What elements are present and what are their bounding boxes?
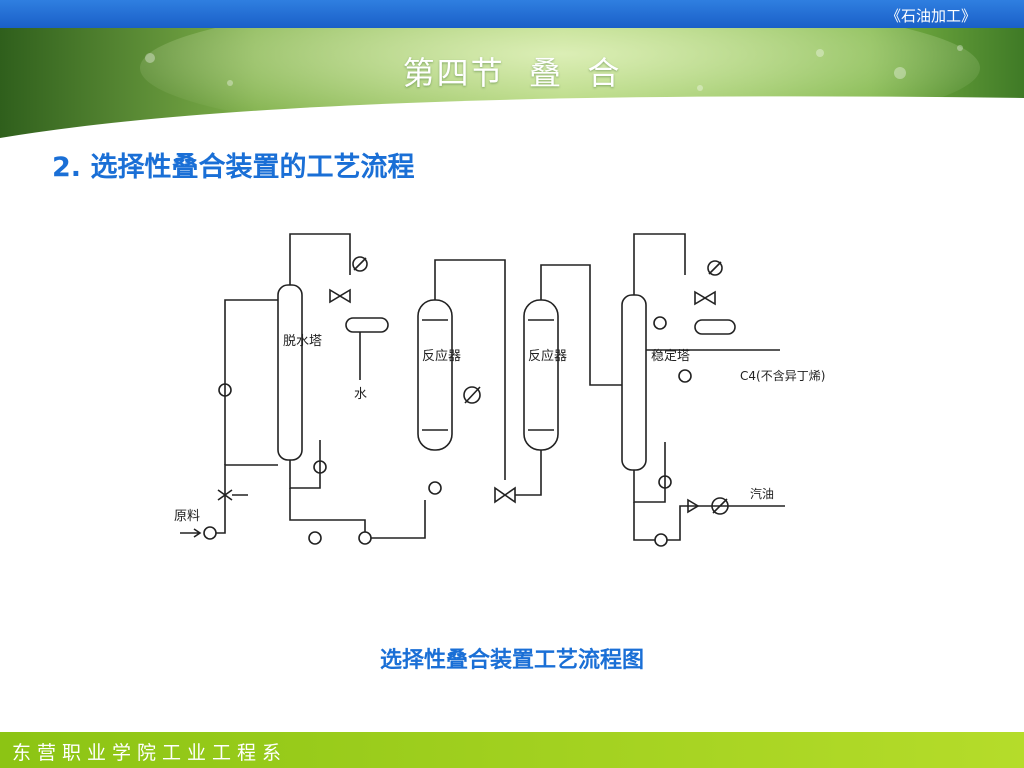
dehydration-overhead-line bbox=[289, 233, 351, 285]
gasoline-valve bbox=[687, 498, 700, 514]
gasoline-bottoms-line bbox=[633, 502, 655, 541]
feed-pump bbox=[203, 526, 217, 540]
stabilizer-tower bbox=[621, 294, 647, 471]
stabilizer-label: 稳定塔 bbox=[651, 348, 690, 364]
stabilizer-reboiler-pump-icon bbox=[658, 475, 672, 489]
stabilizer-condenser-mark bbox=[708, 261, 722, 275]
dehydration-tower-label: 脱水塔 bbox=[283, 334, 322, 349]
book-title: 《石油加工》 bbox=[885, 7, 976, 25]
reactor-1-pump-icon bbox=[428, 481, 442, 495]
feed-arrow bbox=[180, 528, 202, 538]
top-bar: 《石油加工》 bbox=[0, 0, 1024, 28]
diagram-caption: 选择性叠合装置工艺流程图 bbox=[379, 648, 644, 673]
reactor-2-feed-valve bbox=[494, 486, 516, 504]
to-reactor-1-line bbox=[371, 500, 426, 539]
stabilizer-reboiler-loop bbox=[633, 442, 666, 503]
gasoline-pump-icon bbox=[654, 533, 668, 547]
reboiler-loop bbox=[289, 440, 321, 489]
gasoline-cooler-icon bbox=[711, 497, 729, 515]
water-separator-drum bbox=[345, 317, 389, 333]
footer-bar: 东营职业学院工业工程系 bbox=[0, 732, 1024, 768]
pressure-control-icon bbox=[653, 316, 667, 330]
gasoline-cooler-mark bbox=[712, 498, 728, 514]
recycle-line bbox=[224, 299, 278, 465]
condenser-mark bbox=[353, 257, 367, 271]
interstage-cooler-icon bbox=[463, 386, 481, 404]
leaf-banner-image bbox=[0, 28, 1024, 146]
reflux-valve bbox=[329, 288, 351, 304]
condenser-icon bbox=[352, 256, 368, 272]
flow-indicator-icon bbox=[218, 383, 232, 397]
feed-label: 原料 bbox=[174, 509, 200, 524]
reactor-2 bbox=[523, 299, 559, 451]
water-label: 水 bbox=[354, 387, 367, 402]
reflux-pump-icon bbox=[678, 369, 692, 383]
gasoline-product-line bbox=[667, 505, 785, 541]
interstage-cooler-mark bbox=[464, 386, 481, 404]
c4-product-label: C4(不含异丁烯) bbox=[740, 368, 825, 383]
feed-control-valve bbox=[217, 489, 248, 501]
transfer-pump-icon bbox=[358, 531, 372, 545]
reactor-1-label: 反应器 bbox=[422, 348, 461, 364]
feed-line bbox=[216, 464, 278, 534]
section-title: 第四节 叠 合 bbox=[402, 54, 622, 92]
reactor-1-bed-marks bbox=[422, 319, 448, 431]
dehydration-tower bbox=[277, 284, 303, 461]
reactor-1 bbox=[417, 299, 453, 451]
process-flow-diagram: 原料 脱水塔 水 反应器 反应器 稳定塔 C4 bbox=[174, 233, 825, 547]
stabilizer-overhead-line bbox=[633, 233, 686, 295]
reactor-2-bottom-line bbox=[515, 450, 542, 496]
leaf-banner bbox=[0, 28, 1024, 146]
gasoline-label: 汽油 bbox=[750, 486, 774, 501]
reflux-drum bbox=[694, 319, 736, 335]
stabilizer-reflux-valve bbox=[694, 290, 716, 306]
content-heading: 2. 选择性叠合装置的工艺流程 bbox=[52, 152, 415, 183]
reactor-1-outlet-line bbox=[434, 259, 506, 480]
footer-institution: 东营职业学院工业工程系 bbox=[12, 742, 288, 764]
reactor-2-bed-marks bbox=[528, 319, 554, 431]
dehydration-bottoms-line bbox=[289, 488, 366, 532]
stabilizer-condenser-icon bbox=[707, 260, 723, 276]
reactor-2-outlet-line bbox=[540, 264, 622, 386]
reactor-2-label: 反应器 bbox=[528, 348, 567, 364]
reboiler-pump-icon bbox=[313, 460, 327, 474]
bottoms-pump-icon bbox=[308, 531, 322, 545]
